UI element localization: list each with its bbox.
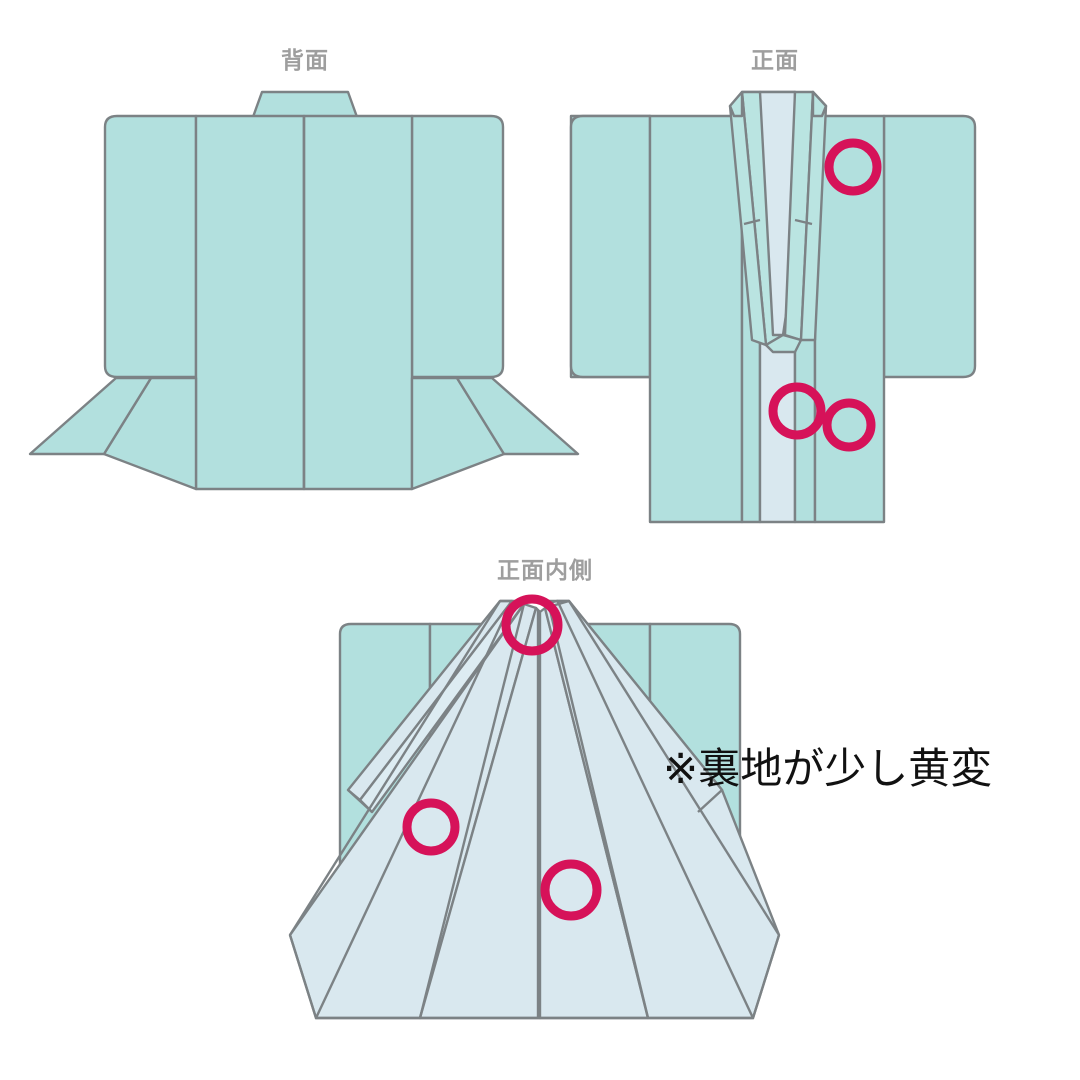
inner-left-flap-notch — [347, 789, 373, 813]
back-left-skirt-inner — [28, 376, 153, 456]
damage-marker-circle — [824, 138, 882, 196]
view-label-front: 正面 — [751, 48, 799, 74]
back-right-sleeve — [410, 114, 505, 379]
damage-marker-circle — [768, 382, 826, 440]
front-collar-notch-right — [794, 218, 813, 226]
back-body-right-panel — [302, 114, 414, 491]
view-front: 正面 — [569, 48, 977, 524]
front-collar-right-edge — [811, 90, 828, 118]
inner-seam-right-a — [567, 600, 781, 936]
inner-seam-right-b — [556, 601, 755, 1019]
front-collar-left-edge — [728, 90, 744, 118]
view-front-inner: 正面内側 — [288, 558, 781, 1020]
back-body-left-panel — [194, 114, 306, 491]
view-label-back: 背面 — [281, 48, 329, 74]
front-left-sleeve-body — [569, 114, 652, 379]
front-collar-notch-left — [743, 218, 761, 226]
view-label-front-inner: 正面内側 — [497, 558, 593, 584]
view-back: 背面 — [28, 48, 580, 491]
lining-yellowing-note: ※裏地が少し黄変 — [663, 744, 992, 793]
damage-marker-circle — [822, 398, 876, 452]
inner-right-flap-notch — [697, 789, 723, 813]
damage-marker-circle — [402, 798, 460, 856]
front-right-sleeve — [882, 114, 977, 379]
back-collar-band — [251, 90, 359, 119]
back-right-skirt-inner — [455, 376, 580, 456]
inner-seam-left-a — [288, 600, 502, 936]
inner-seam-left-c — [418, 603, 526, 1019]
front-collar-point — [764, 333, 803, 354]
damage-marker-circle — [540, 859, 602, 921]
inner-hem-line — [288, 934, 781, 1020]
damage-marker-circle — [501, 594, 563, 656]
inner-seam-right-c — [547, 605, 650, 1019]
back-left-sleeve — [103, 114, 198, 379]
front-body-left-panel — [648, 114, 744, 524]
